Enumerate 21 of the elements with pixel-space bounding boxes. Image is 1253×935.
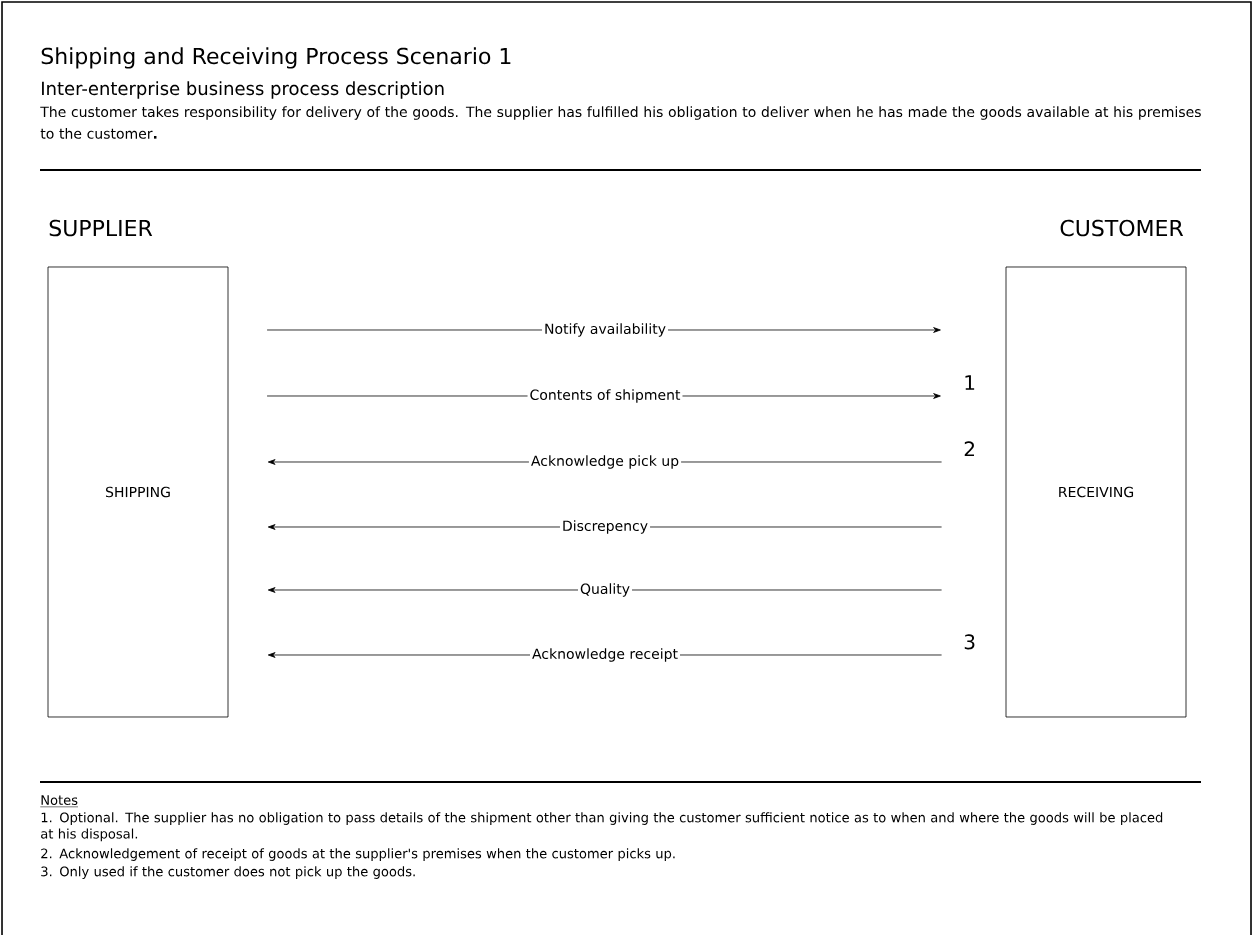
edge-label: Contents of shipment — [527, 387, 683, 405]
notes-heading: Notes — [40, 795, 79, 808]
callout-number: 1 — [965, 375, 975, 390]
note-text: 3. Only used if the customer does not pick up the goods. — [41, 866, 415, 879]
description: The customer takes responsibility for delivery of the goods. The supplier has fulfilled his obligation to deliver when he has made the goods available at his premises to the customer. — [40, 106, 1201, 139]
lane-heading: SUPPLIER — [49, 219, 153, 237]
edge-label: Acknowledge receipt — [530, 646, 680, 664]
arrow — [267, 587, 942, 593]
callout-number: 3 — [964, 634, 975, 650]
process-box: SHIPPING — [47, 266, 229, 718]
note-text: 2. Acknowledgement of receipt of goods at the supplier's premises when the customer picks up. — [41, 848, 675, 861]
lane-heading: CUSTOMER — [1060, 219, 1184, 237]
process-box: RECEIVING — [1005, 266, 1187, 718]
edge-label: Acknowledge pick up — [528, 453, 682, 471]
edge-label: Quality — [578, 581, 632, 599]
title: Shipping and Receiving Process Scenario 1 — [41, 47, 511, 69]
subtitle: Inter-enterprise business process description — [42, 81, 444, 99]
edge-label: Notify availability — [542, 321, 668, 339]
note-text: 1. Optional. The supplier has no obligation to pass details of the shipment other than giving the customer sufficient notice as to when and where the goods will be placed at his disposal. — [41, 812, 1163, 842]
edge-label: Discrepency — [559, 518, 651, 536]
callout-number: 2 — [964, 441, 974, 457]
